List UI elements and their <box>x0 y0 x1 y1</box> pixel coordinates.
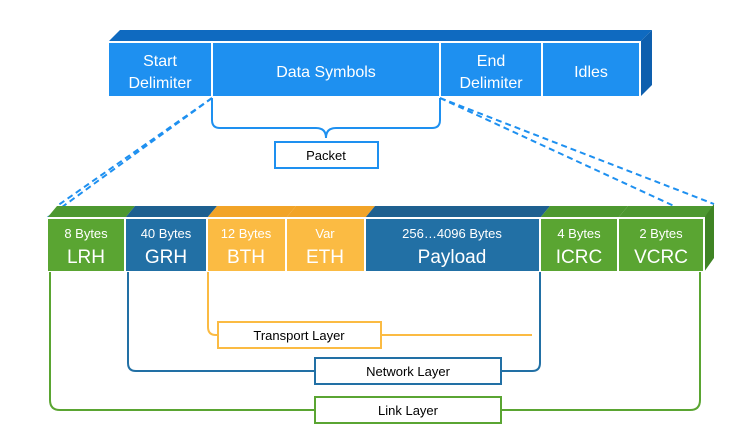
data-symbols-label: Data Symbols <box>276 64 376 81</box>
transport-layer-bracket <box>207 272 532 336</box>
link-layer-label: Link Layer <box>378 403 439 418</box>
transport-layer-label: Transport Layer <box>253 328 345 343</box>
network-layer-box: Network Layer <box>314 357 502 385</box>
field-vcrc: 2 Bytes VCRC <box>617 217 705 273</box>
field-payload: 256…4096 Bytes Payload <box>364 217 541 273</box>
field-lrh-size: 8 Bytes <box>64 226 108 241</box>
start-delimiter-line1: Start <box>143 53 177 70</box>
field-grh: 40 Bytes GRH <box>124 217 208 273</box>
field-lrh-name: LRH <box>67 247 105 268</box>
field-bth-size: 12 Bytes <box>221 226 272 241</box>
end-delimiter-segment: End Delimiter <box>439 41 543 98</box>
field-vcrc-name: VCRC <box>634 247 688 268</box>
packet-bracket <box>211 98 441 139</box>
field-eth-size: Var <box>315 226 335 241</box>
end-delimiter-line1: End <box>477 53 505 70</box>
start-delimiter-segment: Start Delimiter <box>107 41 213 98</box>
idles-label: Idles <box>574 64 608 81</box>
field-bth-name: BTH <box>227 247 265 268</box>
packet-label: Packet <box>306 148 346 163</box>
field-grh-name: GRH <box>145 247 187 268</box>
end-delimiter-line2: Delimiter <box>459 75 523 92</box>
transport-layer-box: Transport Layer <box>217 321 382 349</box>
field-payload-size: 256…4096 Bytes <box>402 226 502 241</box>
packet-label-box: Packet <box>274 141 379 169</box>
expansion-dashed-lines <box>46 97 715 219</box>
field-vcrc-size: 2 Bytes <box>639 226 683 241</box>
field-grh-size: 40 Bytes <box>141 226 192 241</box>
field-bth: 12 Bytes BTH <box>206 217 287 273</box>
field-eth-name: ETH <box>306 247 344 268</box>
idles-segment: Idles <box>541 41 641 98</box>
field-payload-name: Payload <box>418 247 487 268</box>
top-frame-bar: Start Delimiter Data Symbols End Delimit… <box>107 30 652 98</box>
field-icrc: 4 Bytes ICRC <box>539 217 619 273</box>
field-icrc-size: 4 Bytes <box>557 226 601 241</box>
header-fields-bar: 8 Bytes LRH 40 Bytes GRH 12 Bytes BTH Va… <box>46 204 714 273</box>
field-lrh: 8 Bytes LRH <box>46 217 126 273</box>
start-delimiter-line2: Delimiter <box>128 75 192 92</box>
field-eth: Var ETH <box>285 217 366 273</box>
network-layer-label: Network Layer <box>366 364 450 379</box>
field-icrc-name: ICRC <box>556 247 602 268</box>
data-symbols-segment: Data Symbols <box>211 41 441 98</box>
link-layer-box: Link Layer <box>314 396 502 424</box>
